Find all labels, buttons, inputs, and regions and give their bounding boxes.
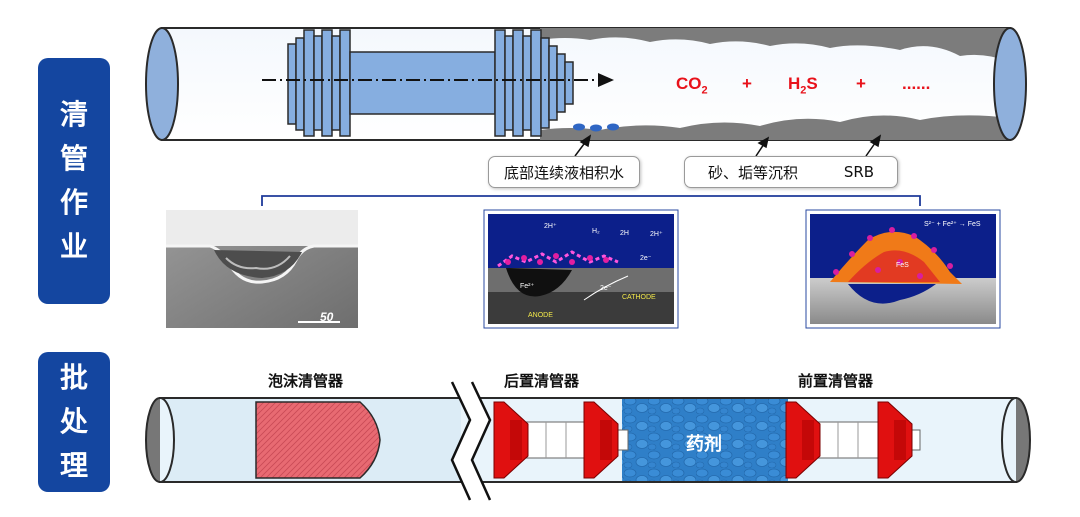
category-char: 处: [59, 405, 88, 438]
sediment-callout: 砂、垢等沉积 SRB: [684, 156, 898, 188]
electro-label: 2e⁻: [640, 255, 652, 262]
electro-label: 2H: [620, 230, 629, 237]
water-callout-text: 底部连续液相积水: [503, 163, 624, 182]
electro-label: 2H⁺: [544, 223, 557, 230]
sediment-deposit: [540, 115, 1010, 140]
bracket: [261, 195, 921, 206]
electrochemical-corrosion-image: [483, 209, 679, 329]
front-pig-label: 前置清管器: [798, 372, 874, 390]
electro-label: Fe²⁺: [520, 283, 535, 290]
rear-pig-label: 后置清管器: [504, 372, 580, 390]
electro-label: 2H⁺: [650, 231, 663, 238]
fes-label: FeS: [896, 262, 909, 269]
sediment-callout-text: 砂、垢等沉积: [707, 163, 798, 182]
foam-pig: [255, 401, 381, 479]
sem-pit-image: [166, 210, 358, 328]
category-char: 业: [59, 230, 88, 263]
anode-label: ANODE: [528, 312, 553, 319]
category-char: 清: [59, 98, 88, 131]
h2s-label: H2S: [788, 74, 818, 97]
srb-reaction-label: S²⁻ + Fe²⁺ → FeS: [924, 221, 981, 228]
upper-deposit: [540, 28, 1010, 62]
srb-image: [805, 209, 1001, 329]
foam-pig-label: 泡沫清管器: [268, 372, 344, 390]
co2-label: CO2: [676, 74, 708, 97]
pipeline-pig: [287, 29, 574, 137]
medicine-label: 药剂: [686, 434, 722, 455]
cathode-label: CATHODE: [622, 294, 656, 301]
arrow-head-icon: [598, 73, 614, 87]
water-callout: 底部连续液相积水: [488, 156, 640, 188]
category-label-pigging: 清 管 作 业: [38, 58, 110, 304]
plus-sign: +: [856, 74, 866, 93]
srb-callout-text: SRB: [843, 163, 875, 181]
sem-scale-label: 50: [320, 310, 334, 324]
ellipsis-label: ......: [902, 74, 931, 93]
electro-label: H₂: [592, 228, 600, 235]
category-char: 理: [59, 449, 88, 482]
chemical-batch-slug: [622, 399, 788, 481]
category-label-batch-treatment: 批 处 理: [38, 352, 110, 492]
top-pipe: [145, 27, 1027, 141]
electro-label: 2e⁻: [600, 285, 612, 292]
category-char: 批: [59, 361, 88, 394]
plus-sign: +: [742, 74, 752, 93]
category-char: 作: [59, 186, 88, 219]
category-char: 管: [59, 142, 88, 175]
front-cup-pig: [785, 401, 921, 479]
water-droplets: [573, 123, 619, 132]
pipe-break-mark: [450, 381, 492, 501]
rear-cup-pig: [493, 401, 629, 479]
